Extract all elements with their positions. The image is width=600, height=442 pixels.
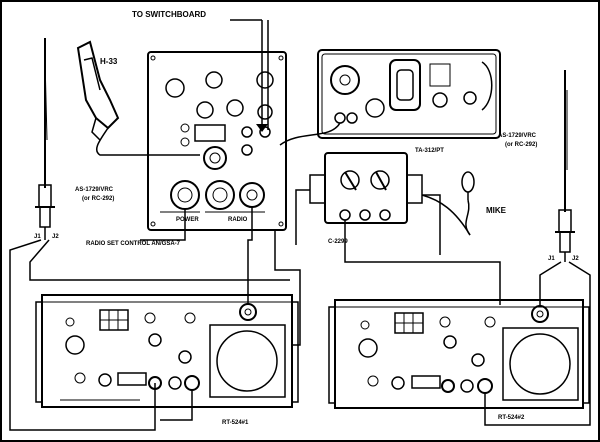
left-antenna-label-2: (or RC-292) — [82, 196, 114, 202]
radio-set-control-label: RADIO SET CONTROL AN/GSA-7 — [86, 241, 181, 247]
ta312-label: TA-312/PT — [415, 148, 444, 154]
svg-text:POWER: POWER — [176, 217, 199, 223]
rt524-1-label: RT-524#1 — [222, 420, 249, 426]
ta312-telephone — [317, 49, 501, 139]
rt524-2 — [328, 299, 590, 409]
c2299-unit — [309, 152, 423, 224]
radio-set-control: POWER RADIO — [147, 51, 287, 231]
to-switchboard-label: TO SWITCHBOARD — [132, 10, 206, 19]
left-j2-label: J2 — [52, 234, 59, 240]
microphone — [421, 171, 475, 236]
h33-handset — [76, 40, 160, 156]
rt524-1 — [35, 294, 299, 408]
right-antenna-label-2: (or RC-292) — [505, 142, 537, 148]
right-j1-label: J1 — [548, 256, 555, 262]
mike-label: MIKE — [486, 206, 507, 215]
svg-text:RADIO: RADIO — [228, 217, 248, 223]
right-antenna-label-1: AS-1729/VRC — [498, 133, 537, 139]
right-j2-label: J2 — [572, 256, 579, 262]
switchboard-wires — [230, 19, 269, 132]
ta312-wire — [279, 122, 341, 146]
rt524-2-label: RT-524#2 — [498, 415, 525, 421]
h33-label: H-33 — [100, 57, 118, 66]
left-j1-label: J1 — [34, 234, 41, 240]
c2299-label: C-2299 — [328, 239, 348, 245]
left-antenna — [35, 38, 55, 240]
cables — [9, 189, 591, 431]
right-antenna — [555, 70, 575, 262]
left-antenna-label-1: AS-1729/VRC — [75, 187, 114, 193]
